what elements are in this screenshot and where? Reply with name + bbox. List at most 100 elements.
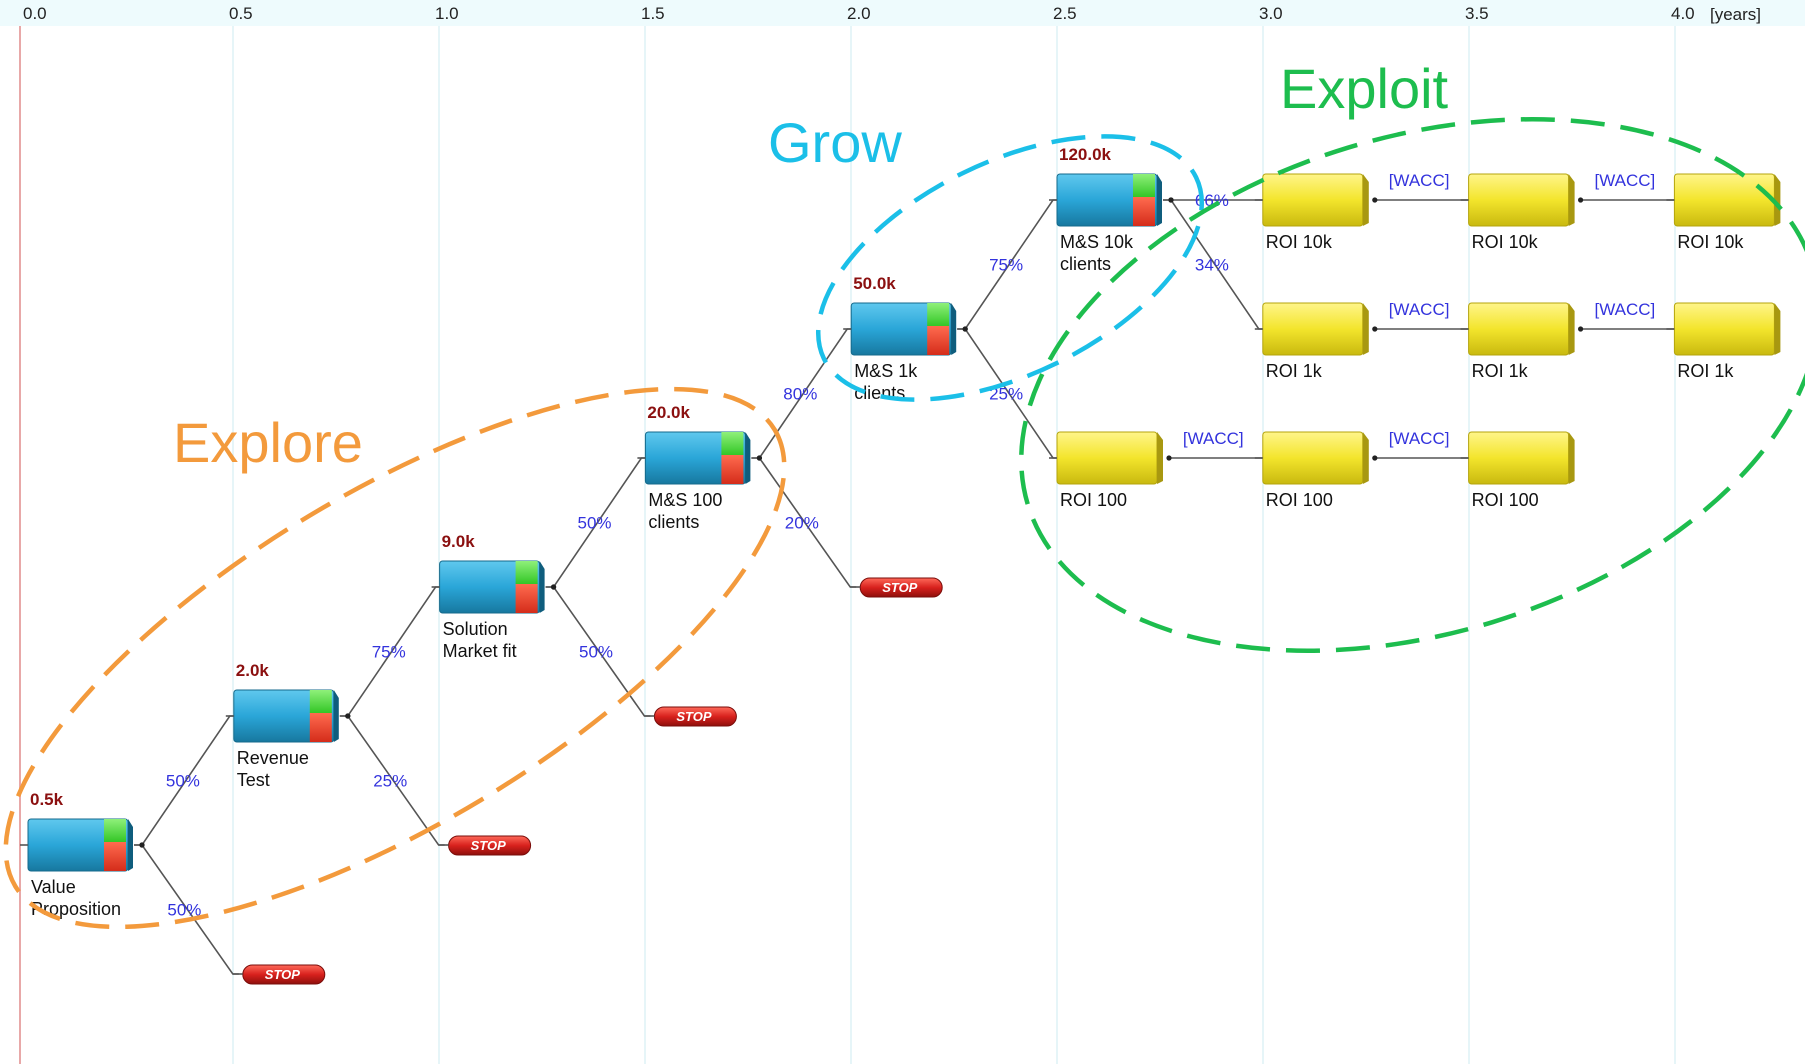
payoff-box [1056, 431, 1158, 485]
failure-indicator [927, 326, 950, 355]
branch-probability-label: 50% [167, 901, 201, 920]
stop-node[interactable]: STOP [644, 706, 737, 727]
payoff-node[interactable]: ROI 10k [1460, 173, 1575, 252]
stop-label: STOP [882, 580, 917, 595]
payoff-node[interactable]: ROI 1k [1666, 302, 1781, 381]
node-name-label: ROI 1k [1677, 361, 1734, 381]
payoff-node[interactable]: ROI 10k [1254, 173, 1369, 252]
node-name-label: ROI 1k [1266, 361, 1323, 381]
region-explore-outline [3, 386, 787, 930]
box-edge-shade [745, 432, 751, 484]
node-name-label: Solution [443, 619, 508, 639]
node-name-label: Market fit [443, 641, 517, 661]
box-edge-shade [1157, 432, 1163, 484]
timeline-unit-label: [years] [1710, 5, 1761, 24]
payoff-box [1262, 302, 1364, 356]
stop-node[interactable]: STOP [232, 964, 326, 985]
timeline-header [0, 0, 1805, 26]
box-edge-shade [333, 690, 339, 742]
branch-probability-label: 75% [989, 256, 1023, 275]
success-indicator [1133, 174, 1155, 197]
node-name-label: Test [237, 770, 270, 790]
box-edge-shade [128, 819, 133, 871]
node-value-label: 50.0k [853, 274, 896, 293]
node-name-label: clients [1060, 254, 1111, 274]
payoff-box [1468, 173, 1570, 227]
stop-label: STOP [265, 967, 300, 982]
payoff-box [1673, 173, 1775, 227]
branch-probability-label: 50% [578, 514, 612, 533]
timeline-tick-label: 3.5 [1465, 4, 1489, 23]
payoff-node[interactable]: ROI 1k [1254, 302, 1369, 381]
node-name-label: ROI 100 [1060, 490, 1127, 510]
branch-probability-label: 25% [989, 385, 1023, 404]
stop-label: STOP [676, 709, 711, 724]
node-value-label: 120.0k [1059, 145, 1112, 164]
node-name-label: ROI 1k [1472, 361, 1529, 381]
box-edge-shade [1157, 174, 1162, 226]
edge-joint [1372, 197, 1378, 203]
node-name-label: ROI 100 [1472, 490, 1539, 510]
box-edge-shade [1568, 432, 1575, 484]
node-name-label: M&S 1k [854, 361, 918, 381]
timeline-tick-label: 0.0 [23, 4, 47, 23]
payoff-node[interactable]: ROI 100 [1049, 431, 1163, 510]
payoff-box [1468, 302, 1570, 356]
branch-probability-label: 75% [372, 643, 406, 662]
edge-joint [1578, 197, 1584, 203]
branch-probability-label: 25% [373, 772, 407, 791]
region-exploit-outline [1019, 117, 1805, 653]
payoff-node[interactable]: ROI 100 [1460, 431, 1575, 510]
branch-probability-label: 20% [785, 514, 819, 533]
edge-joint [345, 713, 351, 719]
edge-joint [756, 455, 763, 461]
node-name-label: clients [648, 512, 699, 532]
payoff-node[interactable]: ROI 1k [1460, 302, 1575, 381]
node-name-label: M&S 10k [1060, 232, 1134, 252]
node-name-label: Proposition [31, 899, 121, 919]
payoff-box [1468, 431, 1570, 485]
wacc-label: [WACC] [1389, 171, 1450, 190]
success-indicator [104, 819, 126, 842]
failure-indicator [721, 455, 744, 484]
region-grow-label: Grow [768, 111, 902, 174]
branch-probability-label: 50% [166, 772, 200, 791]
box-edge-shade [1362, 303, 1369, 355]
stop-node[interactable]: STOP [438, 835, 532, 856]
node-value-label: 20.0k [647, 403, 690, 422]
payoff-node[interactable]: ROI 10k [1666, 173, 1781, 252]
branch-probability-label: 34% [1195, 256, 1229, 275]
edge-joint [1166, 455, 1172, 461]
box-edge-shade [1362, 174, 1369, 226]
wacc-label: [WACC] [1595, 300, 1656, 319]
node-value-label: 2.0k [236, 661, 270, 680]
payoff-node[interactable]: ROI 100 [1254, 431, 1369, 510]
box-edge-shade [1568, 174, 1575, 226]
timeline-tick-label: 4.0 [1671, 4, 1695, 23]
stop-node[interactable]: STOP [850, 577, 943, 598]
region-explore-label: Explore [173, 411, 363, 474]
timeline-tick-label: 1.0 [435, 4, 459, 23]
wacc-label: [WACC] [1183, 429, 1244, 448]
edge-joint [1372, 455, 1378, 461]
timeline-tick-label: 2.5 [1053, 4, 1077, 23]
failure-indicator [515, 584, 538, 613]
wacc-label: [WACC] [1389, 300, 1450, 319]
success-indicator [721, 432, 744, 455]
failure-indicator [1133, 197, 1155, 226]
edge-joint [139, 842, 145, 848]
node-name-label: M&S 100 [648, 490, 722, 510]
edge-joint [1578, 326, 1584, 332]
region-grow-outline [815, 134, 1205, 402]
edge-joint [1168, 197, 1174, 203]
node-name-label: Revenue [237, 748, 309, 768]
edge-joint [551, 584, 557, 590]
